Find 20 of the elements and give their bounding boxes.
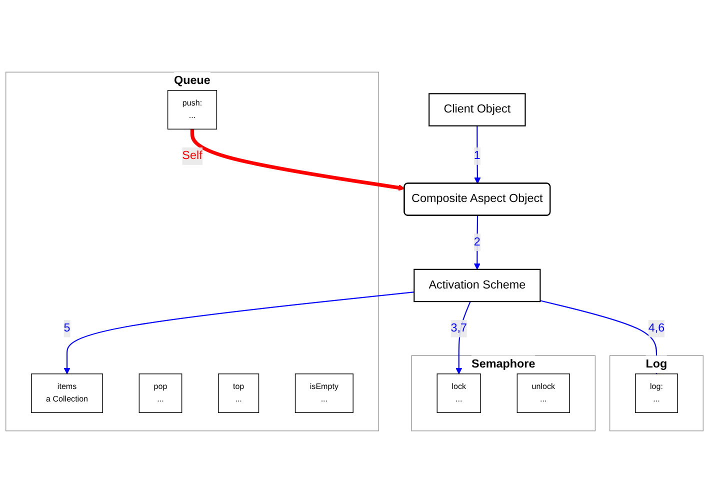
edge-label: 3,7 [450,322,468,334]
arrow [474,216,480,270]
node-box: isEmpty ... [294,374,354,413]
node-box: log: ... [635,374,678,413]
arrow [64,292,414,374]
edge-label: 4,6 [648,322,665,334]
node-box: Client Object [428,93,526,126]
edge-label: Self [182,150,202,162]
node-box: Activation Scheme [414,268,541,302]
edge-label: 2 [474,236,480,248]
node-box: pop ... [138,374,182,413]
node-box: items a Collection [31,374,103,413]
node-box: lock ... [436,374,481,413]
edge-label: 1 [474,150,480,162]
node-box: unlock ... [516,374,570,413]
edge-label: 5 [64,322,70,334]
arrow [456,301,471,374]
node-box: push: ... [167,90,218,130]
node-box: top ... [218,374,260,413]
arrow [190,129,405,191]
